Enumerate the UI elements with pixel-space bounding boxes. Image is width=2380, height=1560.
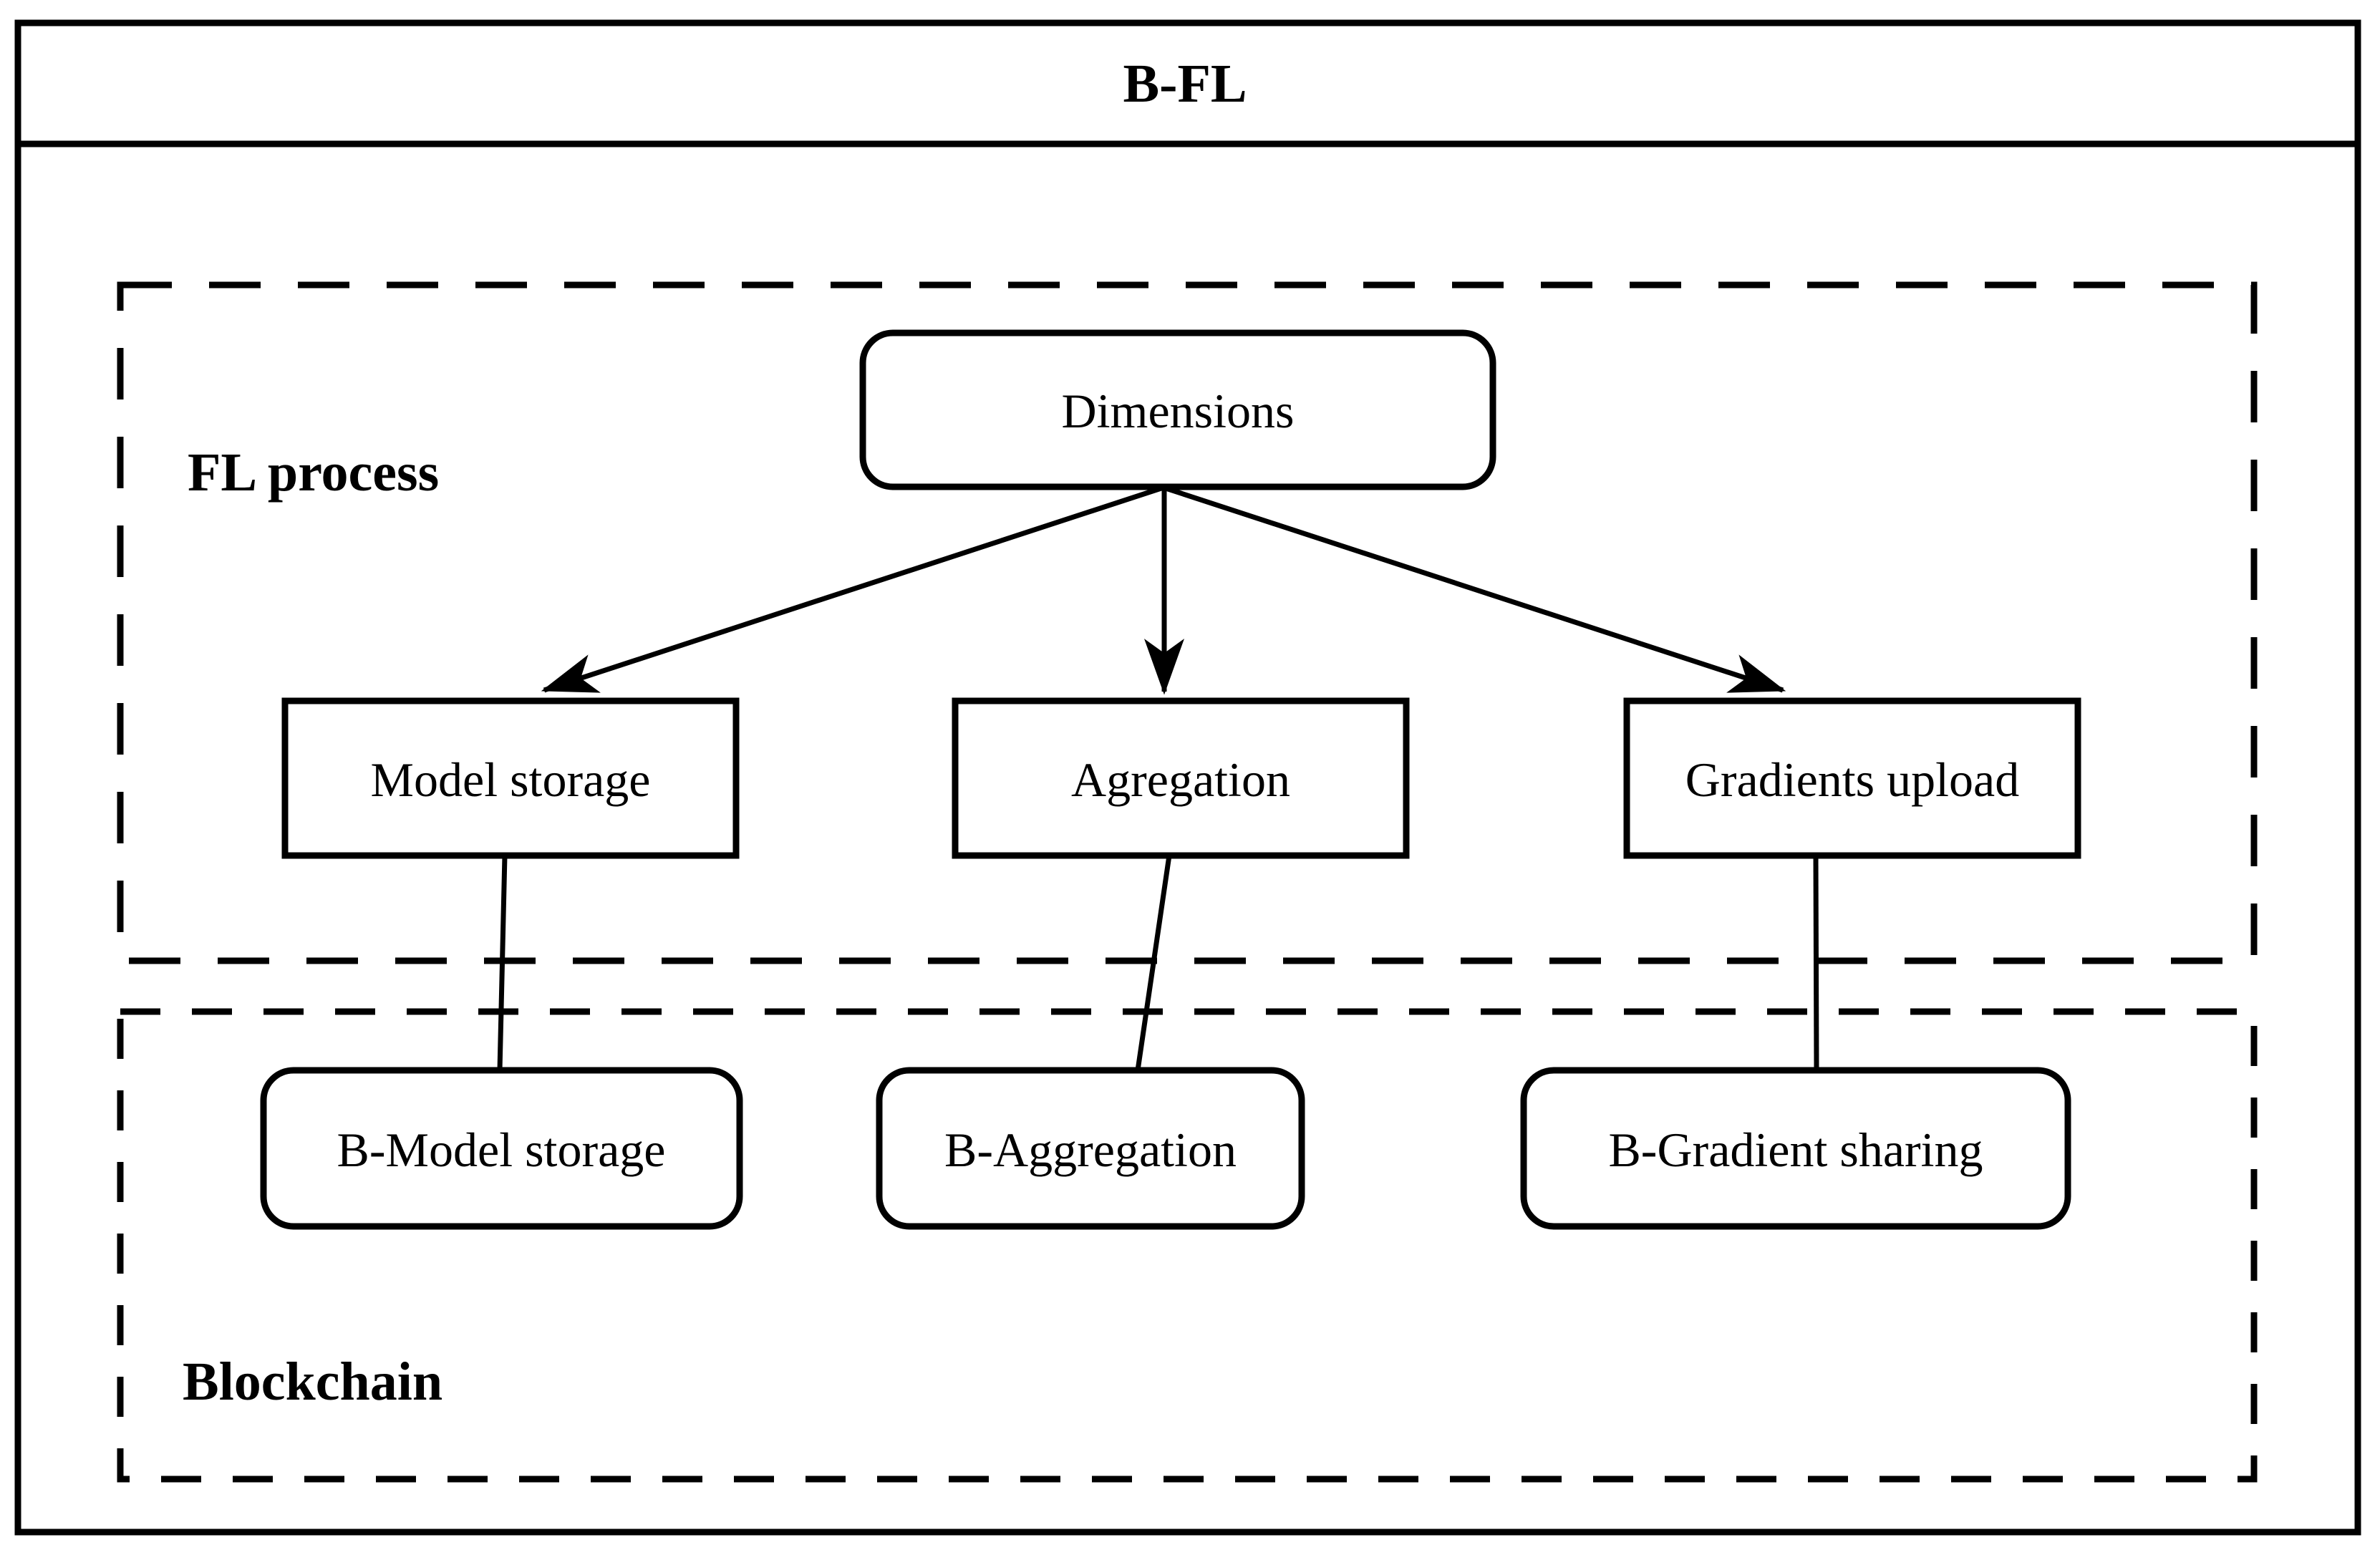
- node-gradients-upload-label: Gradients upload: [1685, 752, 2019, 807]
- node-model-storage-box: [281, 697, 740, 859]
- fl-process-group-label: FL process: [188, 442, 439, 503]
- node-b-aggregation: B-Aggregation: [876, 1067, 1305, 1230]
- blockchain-group-box: [117, 1008, 2258, 1483]
- node-b-model-storage-box: [260, 1067, 743, 1230]
- blockchain-group-label: Blockchain: [183, 1352, 442, 1412]
- node-model-storage-label: Model storage: [371, 752, 651, 807]
- diagram-title: B-FL: [1123, 54, 1247, 114]
- node-b-aggregation-label: B-Aggregation: [944, 1123, 1237, 1177]
- node-aggregation-label: Agregation: [1071, 752, 1290, 807]
- fl-process-group-box: [117, 281, 2258, 964]
- node-b-gradient-sharing-box: [1520, 1067, 2071, 1230]
- node-dimensions-box: [859, 329, 1496, 490]
- node-dimensions-label: Dimensions: [1062, 384, 1295, 438]
- node-b-gradient-sharing-label: B-Gradient sharing: [1608, 1123, 1983, 1177]
- node-gradients-upload: Gradients upload: [1623, 697, 2081, 859]
- node-model-storage: Model storage: [281, 697, 740, 859]
- edge-model-storage-b-model-storage: [497, 855, 508, 1071]
- node-b-aggregation-box: [876, 1067, 1305, 1230]
- edge-dimensions-gradients-upload: [1162, 485, 1786, 693]
- node-aggregation-box: [952, 697, 1410, 859]
- node-b-model-storage: B-Model storage: [260, 1067, 743, 1230]
- edge-aggregation-b-aggregation: [1135, 855, 1172, 1071]
- edge-gradients-upload-b-gradient-sharing: [1813, 855, 1819, 1071]
- node-b-model-storage-label: B-Model storage: [337, 1123, 666, 1177]
- node-aggregation: Agregation: [952, 697, 1410, 859]
- node-b-gradient-sharing: B-Gradient sharing: [1520, 1067, 2071, 1230]
- node-dimensions: Dimensions: [859, 329, 1496, 490]
- edge-dimensions-model-storage: [541, 485, 1165, 693]
- node-gradients-upload-box: [1623, 697, 2081, 859]
- outer-frame: [14, 19, 2361, 1536]
